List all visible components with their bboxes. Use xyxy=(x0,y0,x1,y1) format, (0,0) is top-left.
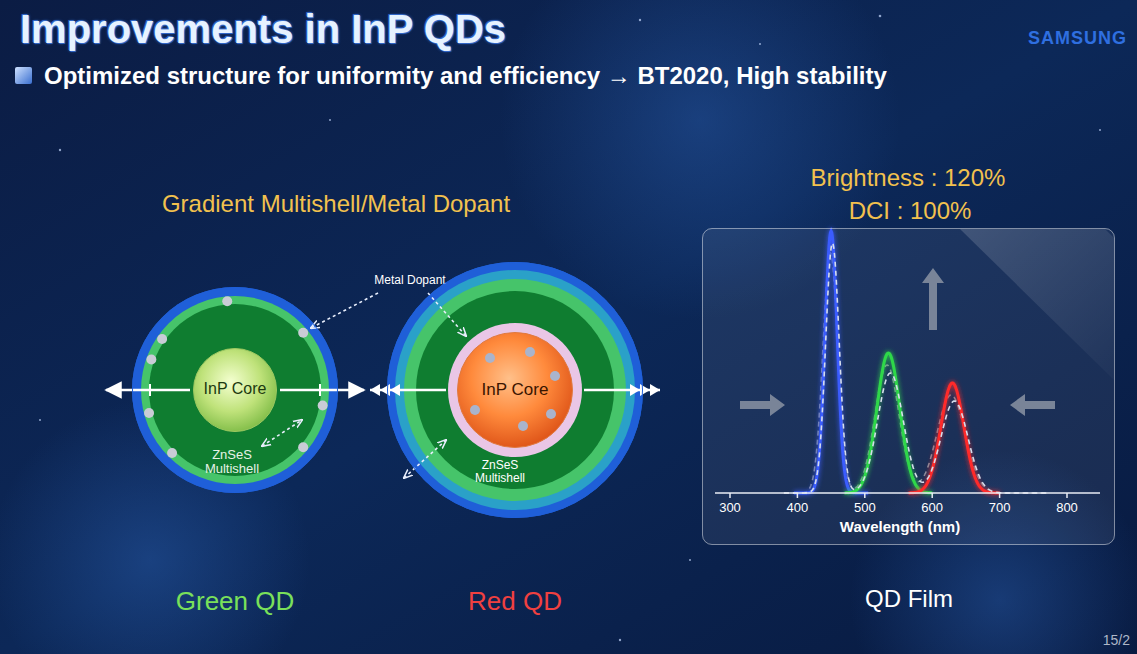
tick-mark xyxy=(149,384,151,396)
axis-tick xyxy=(729,493,731,498)
axis-tick-label: 800 xyxy=(1056,501,1078,516)
core-label: InP Core xyxy=(482,380,549,400)
metal-dopant-dot xyxy=(470,405,480,415)
chart-panel: QD Film xyxy=(702,228,1115,545)
slide-title: Improvements in InP QDs xyxy=(20,6,506,52)
section-heading: Gradient Multishell/Metal Dopant xyxy=(162,190,510,218)
logo-text: SAMSUNG xyxy=(1028,28,1127,49)
bullet-icon xyxy=(15,67,32,84)
bullet-text: Optimized structure for uniformity and e… xyxy=(44,62,887,90)
spectrum-curve xyxy=(909,383,1000,493)
panel-caption: QD Film xyxy=(865,585,953,613)
metal-dopant-dot xyxy=(298,442,308,452)
size-arrow xyxy=(106,389,190,392)
metal-dopant-dot xyxy=(222,296,232,306)
spectrum-curve xyxy=(794,231,868,493)
green-qd-illustration xyxy=(106,287,364,493)
shell-label: ZnSeS Multishell xyxy=(469,459,531,485)
metal-dopant-dot xyxy=(550,371,560,381)
metal-dopant-dot xyxy=(485,353,495,363)
quantum-dot: ZnSeS MultishellRed QDInP Core xyxy=(387,262,643,518)
axis-ticks xyxy=(730,493,1067,498)
metal-dopant-dot xyxy=(525,347,535,357)
quantum-dot: ZnSeS MultishellGreen QDInP Core xyxy=(132,287,338,493)
panel-gloss xyxy=(960,229,1114,380)
metal-dopant-dot xyxy=(318,400,328,410)
tick-mark xyxy=(319,384,321,396)
metal-dopant-leaders xyxy=(311,293,466,336)
metal-dopant-dot xyxy=(144,408,154,418)
axis-tick xyxy=(1066,493,1068,498)
metric-label: Brightness : 120% xyxy=(811,164,1006,192)
size-arrow xyxy=(280,389,364,392)
metal-dopant-dot xyxy=(146,355,156,365)
dopant-layer xyxy=(448,323,582,457)
chart-panel-fill xyxy=(702,228,1115,545)
callout-label: Metal Dopant xyxy=(374,274,445,288)
circle-shape xyxy=(458,333,573,448)
metal-dopant-dot xyxy=(157,334,167,344)
qd-caption: Green QD xyxy=(176,587,295,617)
axis-tick xyxy=(999,493,1001,498)
axis-tick-label: 600 xyxy=(921,501,943,516)
spectrum-chart xyxy=(702,228,1115,545)
leader-line xyxy=(404,440,446,478)
metal-dopant-dot xyxy=(546,409,556,419)
leader-line xyxy=(428,293,466,336)
axis-tick xyxy=(797,493,799,498)
metric-label: DCI : 100% xyxy=(849,197,972,225)
core-label: InP Core xyxy=(204,380,267,398)
metal-dopant-dots xyxy=(144,296,328,458)
metal-dopant-dot xyxy=(518,421,528,431)
x-axis xyxy=(715,492,1100,494)
axis-tick xyxy=(931,493,933,498)
axis-tick xyxy=(864,493,866,498)
leader-line xyxy=(311,293,378,328)
leader-line xyxy=(262,420,302,446)
core-circle: InP Core xyxy=(457,332,573,448)
metal-dopant-dot xyxy=(298,328,308,338)
circle-shape xyxy=(133,288,338,493)
spectrum-curves xyxy=(784,231,1047,493)
circle-shape xyxy=(194,349,277,432)
circle-shape xyxy=(388,263,643,518)
red-qd-illustration xyxy=(370,262,660,518)
axis-tick-label: 400 xyxy=(787,501,809,516)
axis-tick-label: 700 xyxy=(989,501,1011,516)
shell-label: ZnSeS Multishell xyxy=(197,448,267,476)
spectrum-curve xyxy=(784,243,1047,493)
metal-dopant-dot xyxy=(167,448,177,458)
page-number: 15/2 xyxy=(1103,632,1130,648)
core-circle: InP Core xyxy=(193,348,277,432)
qd-caption: Red QD xyxy=(468,587,562,617)
axis-tick-label: 300 xyxy=(719,501,741,516)
axis-title: Wavelength (nm) xyxy=(840,518,960,535)
axis-tick-label: 500 xyxy=(854,501,876,516)
